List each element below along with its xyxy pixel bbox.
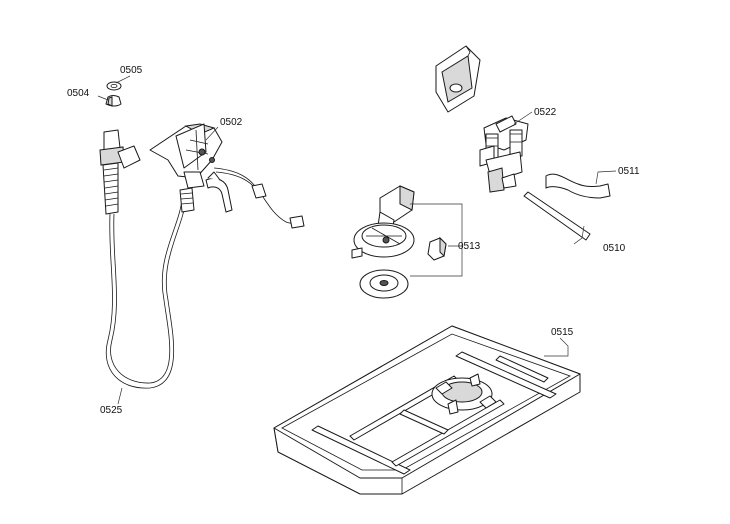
part-0504-hose-nut[interactable]	[105, 95, 122, 107]
label-0513: 0513	[458, 241, 481, 252]
label-0522: 0522	[534, 107, 557, 118]
label-0511: 0511	[618, 166, 640, 177]
part-labels: 0505 0504 0502 0522 0511 0513 0510 0515 …	[67, 65, 640, 416]
part-0515-base-tray[interactable]	[273, 325, 581, 495]
label-0525: 0525	[100, 405, 123, 416]
part-0522-double-solenoid-valve[interactable]	[479, 115, 529, 193]
label-0515: 0515	[551, 327, 574, 338]
label-0504: 0504	[67, 88, 90, 99]
part-0525-inlet-hose[interactable]	[99, 129, 195, 389]
label-0502: 0502	[220, 117, 243, 128]
part-0513-pressure-switch-assembly[interactable]	[351, 185, 447, 299]
part-0502-water-valve-bracket[interactable]	[149, 123, 305, 229]
part-valve-cover[interactable]	[435, 45, 481, 113]
part-0511-short-hose[interactable]	[545, 173, 611, 199]
part-0505-washer[interactable]	[106, 81, 122, 91]
label-0510: 0510	[603, 243, 626, 254]
part-0510-straight-tube[interactable]	[523, 191, 591, 241]
label-0505: 0505	[120, 65, 143, 76]
leader-lines	[97, 75, 617, 405]
